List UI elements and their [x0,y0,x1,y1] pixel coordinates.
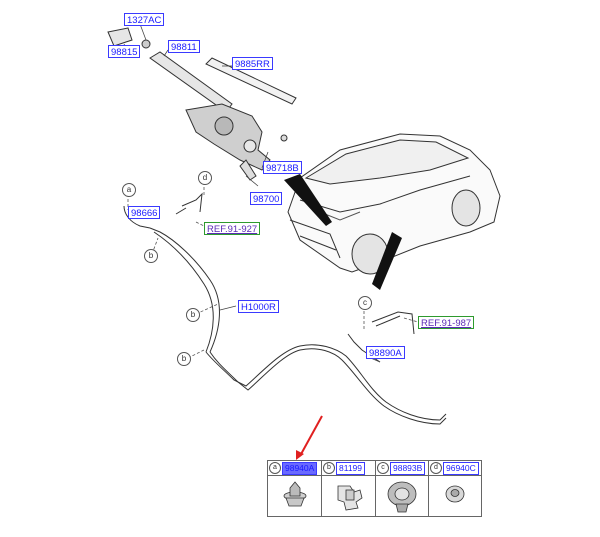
label-98718b[interactable]: 98718B [263,161,302,174]
callout-b-bottom: b [177,352,191,366]
part-number[interactable]: 98893B [390,462,426,475]
callout-b-top: b [144,249,158,263]
nozzle-cap-icon [445,485,465,503]
parts-cell-header: d 96940C [429,461,481,476]
parts-letter: c [377,462,389,474]
wiper-motor-drawing [185,103,288,181]
pointer-arrow-top [284,174,332,226]
part-number[interactable]: 81199 [336,462,366,475]
parts-cell-b[interactable]: b 81199 [322,461,376,516]
pointer-arrow-bottom [372,232,402,290]
hose-clip-icon [337,485,363,511]
callout-b-middle: b [186,308,200,322]
part-number[interactable]: 96940C [443,462,479,475]
parts-letter: d [430,462,442,474]
label-ref-91-987[interactable]: REF.91-987 [418,316,475,329]
label-h1000r[interactable]: H1000R [238,300,279,313]
callout-d: d [198,171,212,185]
parts-cell-header: a 98940A [268,461,321,476]
label-9885rr[interactable]: 9885RR [232,57,273,70]
parts-cell-header: c 98893B [376,461,428,476]
parts-cell-d[interactable]: d 96940C [429,461,481,516]
grommet-icon [387,481,417,513]
label-98890a[interactable]: 98890A [366,346,405,359]
label-ref-91-927[interactable]: REF.91-927 [204,222,261,235]
parts-cell-a[interactable]: a 98940A [268,461,322,516]
parts-cell-c[interactable]: c 98893B [376,461,429,516]
parts-letter: b [323,462,335,474]
part-number[interactable]: 98940A [282,462,318,475]
label-98700[interactable]: 98700 [250,192,283,205]
car-drawing [287,133,501,275]
label-98815[interactable]: 98815 [108,45,141,58]
label-1327ac[interactable]: 1327AC [124,13,165,26]
parts-letter: a [269,462,281,474]
label-98666[interactable]: 98666 [128,206,161,219]
clip-fastener-icon [283,481,307,507]
red-indicator-arrow [296,415,323,460]
washer-hoses [123,192,447,425]
label-98811[interactable]: 98811 [168,40,200,53]
parts-cell-header: b 81199 [322,461,375,476]
callout-a: a [122,183,136,197]
callout-c: c [358,296,372,310]
parts-table: a 98940A b 81199 c 98893B d [267,460,482,517]
